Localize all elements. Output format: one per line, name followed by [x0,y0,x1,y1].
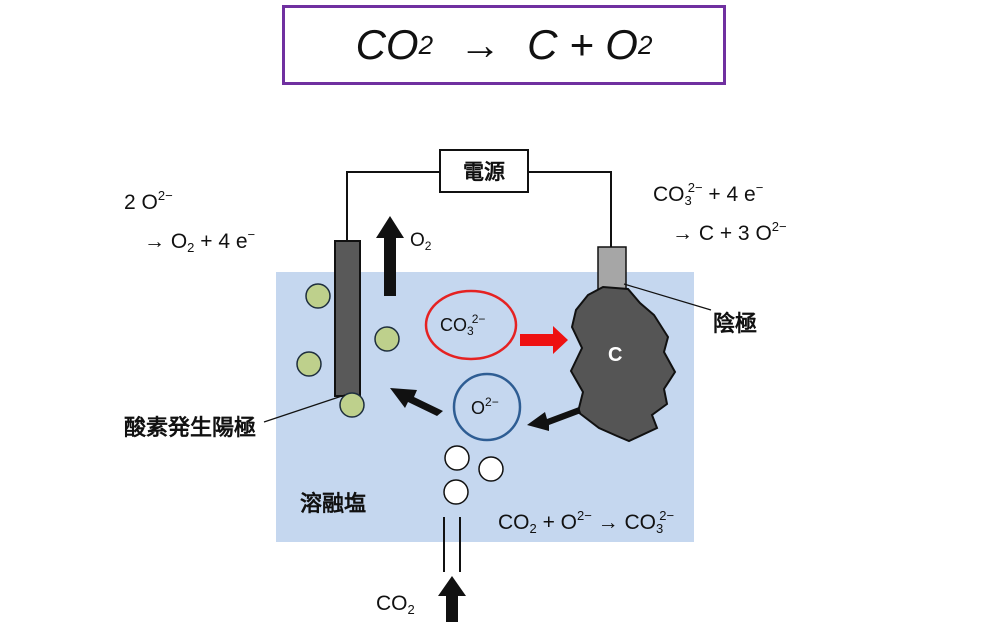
green-bubble [305,283,331,309]
power-supply-label: 電源 [463,160,505,184]
carbonate-ion-circle [424,289,518,361]
anode-reaction-charge: 2− [157,188,173,203]
absorption-reactant-co2: CO [498,511,530,534]
circuit-wire-right [528,171,612,247]
anode-label: 酸素発生陽極 [124,416,257,441]
carbonate-ion-label: CO32− [440,312,485,338]
cathode-holder [597,246,627,290]
absorption-oxide-charge: 2− [577,508,592,523]
co2-inlet-label: CO2 [376,589,415,625]
carbonate-ion-charge: 2− [471,312,486,326]
o2-up-arrow [376,216,404,296]
absorption-reactant-sub: 2 [529,521,537,536]
anode-leader-line [263,394,346,423]
carbon-label: C [608,344,623,366]
oxide-ion-label: O2− [471,395,499,419]
cathode-label: 陰極 [713,312,758,337]
absorption-reaction: CO2 + O2− → CO32− [498,501,674,544]
anode-reaction-species: 2 O [124,191,158,214]
cathode-reaction-electron-charge: − [755,180,764,195]
anode-electrode [334,240,361,397]
anode-reaction-electrons: + 4 e [194,230,248,253]
black-arrow-to-oxide [527,407,581,431]
green-bubble [374,326,400,352]
cathode-reaction-products: → C + 3 O [672,222,772,245]
o2-label: O2 [410,230,431,253]
anode-reaction-line2: → O2 + 4 e− [144,220,255,263]
white-bubble [444,445,470,471]
anode-reaction-line1: 2 O2− [124,181,173,218]
absorption-product: → CO [591,511,657,534]
carbon-deposit [569,285,677,443]
oxide-ion-text: O [471,398,486,418]
o2-label-sub: 2 [424,239,432,253]
cathode-reaction-line1: CO32− + 4 e− [653,173,763,216]
title-right-sub: 2 [637,29,653,60]
cathode-reaction-line2: → C + 3 O2− [672,212,787,249]
cathode-reaction-electrons: + 4 e [702,183,756,206]
anode-reaction-electron-charge: − [247,227,256,242]
green-bubble [296,351,322,377]
title-left-sub: 2 [418,29,434,60]
cathode-reaction-charge: 2− [687,180,703,195]
cathode-reaction-product-charge: 2− [771,219,787,234]
absorption-product-charge: 2− [659,508,675,523]
circuit-wire-left [346,171,440,243]
power-supply-box [439,149,529,193]
absorption-reactant-oxide: + O [536,511,578,534]
carbonate-ion-sub: 3 [467,324,474,338]
white-bubble [443,479,469,505]
absorption-product-sub: 3 [656,521,664,536]
green-bubble [339,392,365,418]
co2-inlet-sub: 2 [407,602,415,617]
title-arrow: → [459,21,502,68]
oxide-ion-charge: 2− [485,395,499,409]
oxide-ion-circle [452,372,522,442]
carbonate-ion-text: CO [440,315,467,335]
white-bubble [478,456,504,482]
molten-salt-label: 溶融塩 [300,492,367,517]
anode-reaction-sub: 2 [187,240,195,255]
cathode-reaction-species: CO [653,183,685,206]
co2-up-arrow [438,576,466,622]
red-arrow [520,326,568,354]
co2-inlet-text: CO [376,592,408,615]
cathode-leader-line [623,283,712,311]
black-arrow-to-anode [390,388,443,416]
anode-reaction-product: → O [144,230,188,253]
cathode-reaction-sub: 3 [684,193,692,208]
o2-label-text: O [410,230,425,251]
title-left: CO [355,21,419,68]
title-right: C + O [527,21,638,68]
